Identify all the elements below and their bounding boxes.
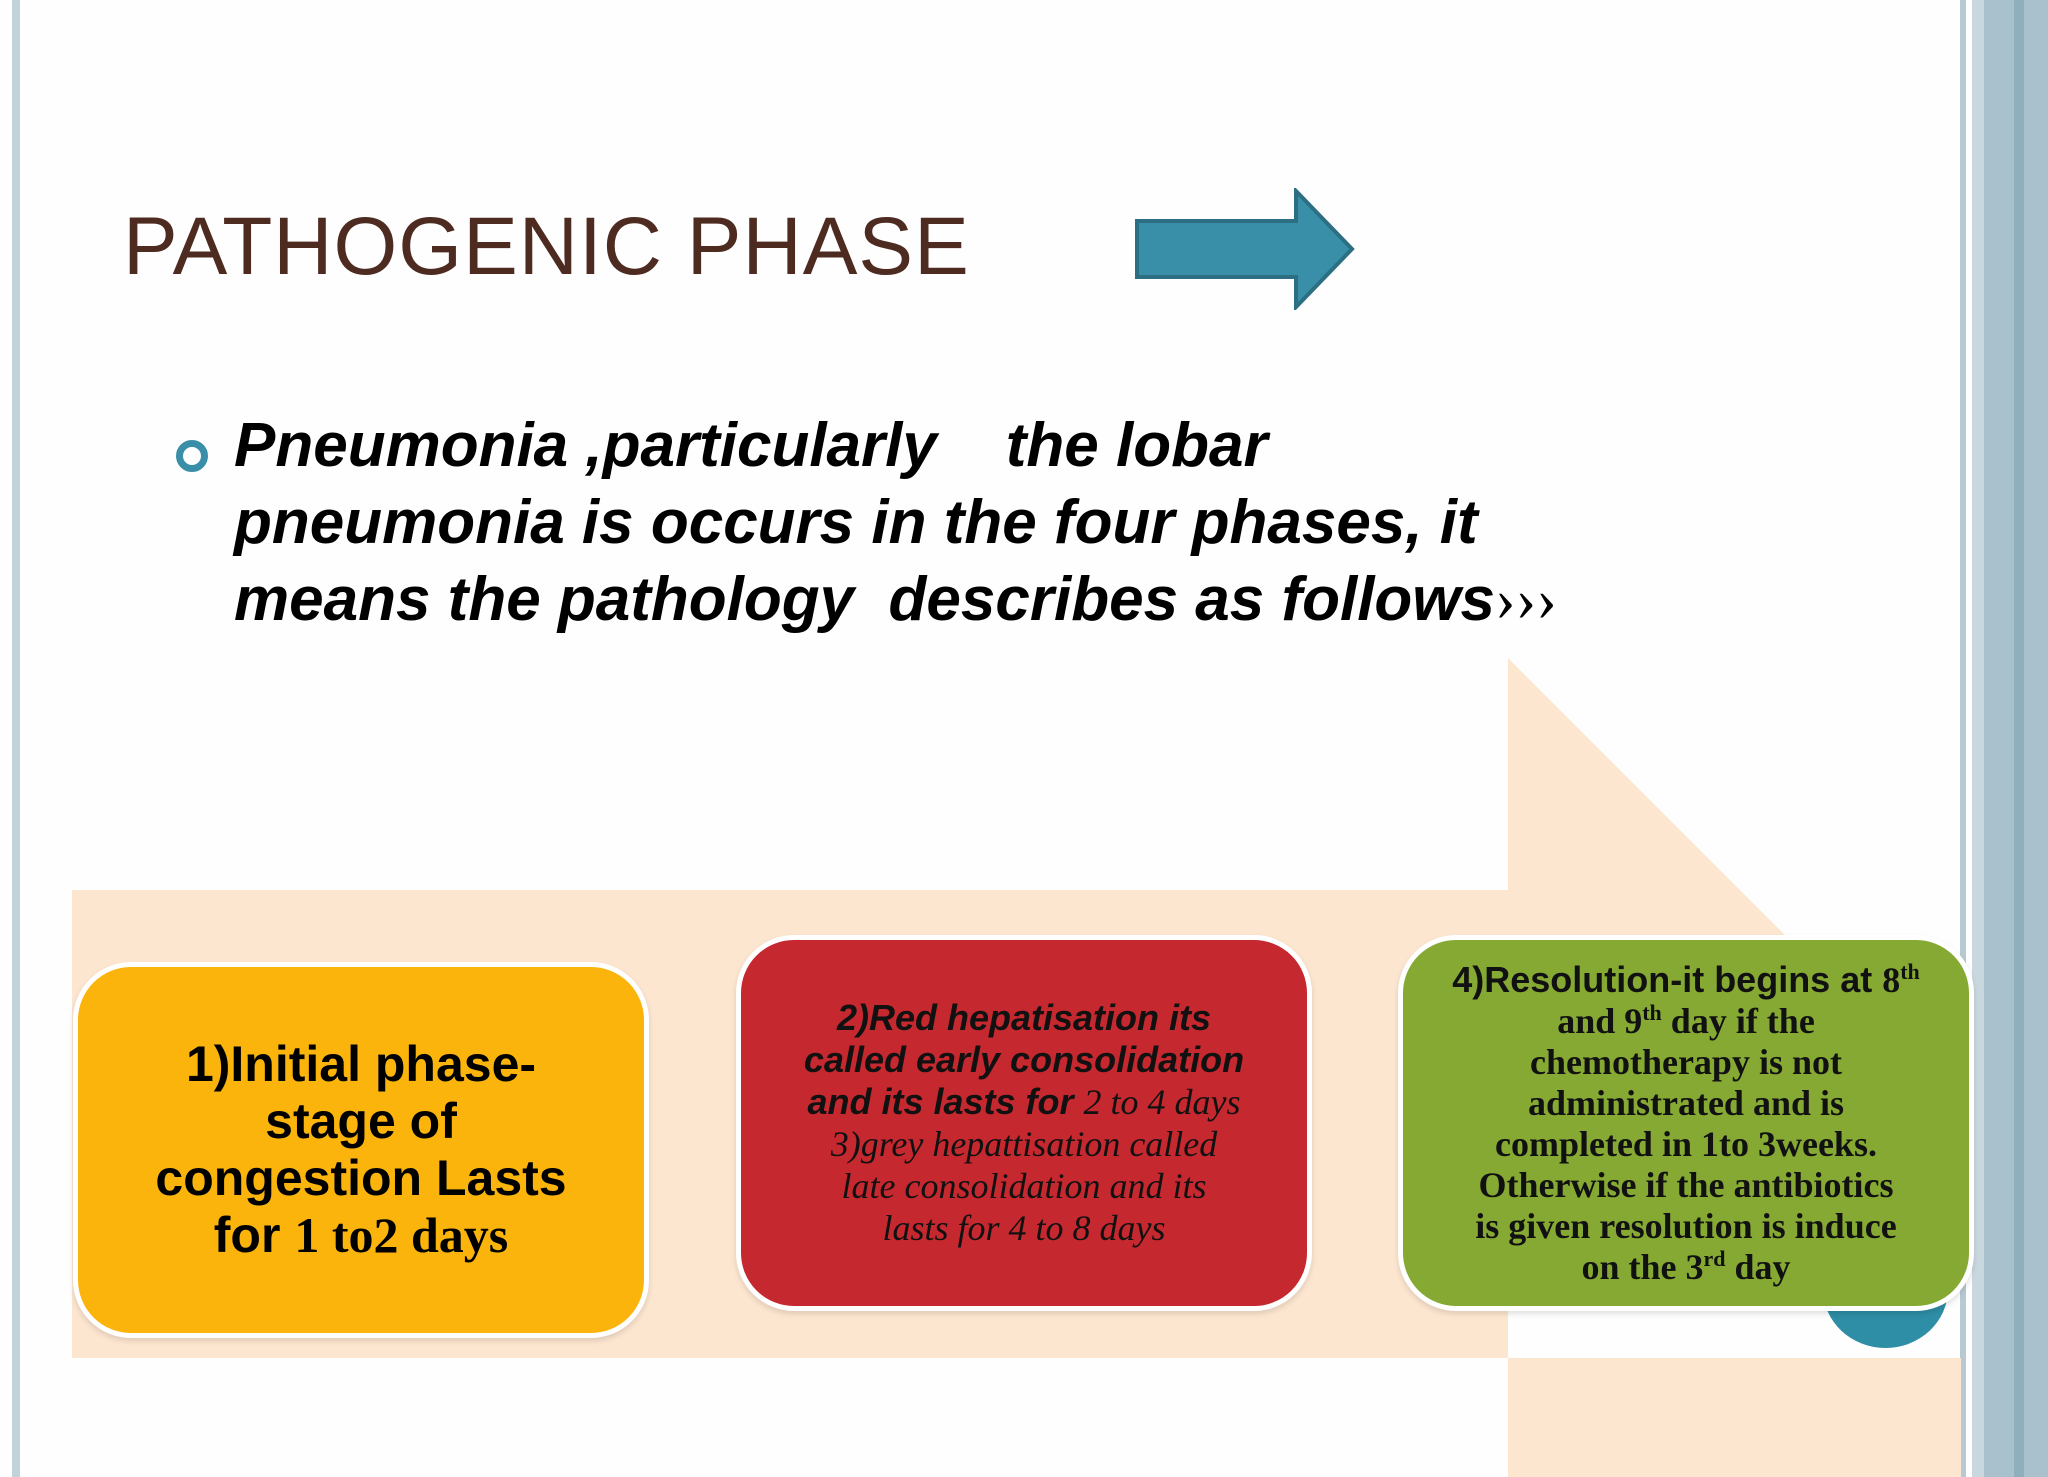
phase-line: called early consolidation bbox=[803, 1039, 1245, 1080]
phase-line: lasts for 4 to 8 days bbox=[882, 1208, 1166, 1248]
bullet-ring-icon bbox=[176, 440, 208, 472]
bullet-line: means the pathology describes as follows… bbox=[234, 561, 1734, 639]
phase-line: 2)Red hepatisation its bbox=[836, 997, 1212, 1038]
phase-line-part: 4)Resolution-it begins at bbox=[1452, 958, 1883, 1000]
slide-title: PATHOGENIC PHASE bbox=[123, 201, 970, 292]
phase-box-hepatisation: 2)Red hepatisation its called early cons… bbox=[736, 935, 1312, 1311]
phase-line-part: and its lasts for bbox=[807, 1081, 1084, 1122]
bullet-line: Pneumonia ,particularly the lobar bbox=[234, 411, 1268, 480]
phase-line: 1)Initial phase- bbox=[185, 1036, 537, 1092]
phase-line: stage of bbox=[265, 1093, 457, 1149]
phase-text: 1)Initial phase- stage of congestion Las… bbox=[155, 1036, 566, 1264]
phase-line: late consolidation and its bbox=[841, 1166, 1207, 1206]
superscript: th bbox=[1900, 958, 1920, 984]
phase-line-part: and 9 bbox=[1557, 1000, 1643, 1041]
bullet-paragraph: Pneumonia ,particularly the lobar pneumo… bbox=[234, 407, 1734, 639]
phase-line-part: day bbox=[1725, 1246, 1791, 1287]
phase-line: for 1 to2 days bbox=[155, 1207, 566, 1264]
superscript: th bbox=[1642, 999, 1662, 1025]
process-arrow-shaft-lower bbox=[1508, 1358, 1961, 1477]
phase-text: 4)Resolution-it begins at 8th and 9th da… bbox=[1452, 959, 1920, 1288]
right-arrow-icon bbox=[1135, 188, 1355, 310]
phase-line: 3)grey hepattisation called bbox=[830, 1124, 1218, 1164]
superscript: rd bbox=[1703, 1245, 1726, 1271]
right-border-stripe bbox=[2014, 0, 2024, 1477]
bullet-suffix: ››› bbox=[1495, 566, 1557, 634]
phase-line: completed in 1to 3weeks. bbox=[1495, 1123, 1877, 1164]
phase-line: and 9th day if the bbox=[1452, 1001, 1920, 1042]
phase-line: 4)Resolution-it begins at 8th bbox=[1452, 959, 1920, 1001]
phase-line: and its lasts for 2 to 4 days bbox=[804, 1081, 1244, 1123]
phase-line: chemotherapy is not bbox=[1530, 1041, 1842, 1082]
phase-line-part: on the 3 bbox=[1581, 1246, 1704, 1287]
right-border-stripe bbox=[1960, 0, 1966, 1477]
phase-line: on the 3rd day bbox=[1452, 1247, 1920, 1288]
phase-line: Otherwise if the antibiotics bbox=[1478, 1164, 1894, 1205]
phase-box-resolution: 4)Resolution-it begins at 8th and 9th da… bbox=[1398, 935, 1974, 1311]
phase-duration: 2 to 4 days bbox=[1083, 1082, 1241, 1122]
bullet-line-text: means the pathology describes as follows bbox=[234, 565, 1496, 634]
bullet-line: pneumonia is occurs in the four phases, … bbox=[234, 488, 1478, 557]
phase-line: congestion Lasts bbox=[155, 1150, 567, 1206]
phase-line: administrated and is bbox=[1527, 1082, 1845, 1123]
phase-text: 2)Red hepatisation its called early cons… bbox=[804, 997, 1244, 1249]
right-border-stripe bbox=[1972, 0, 1984, 1477]
left-border-stripe bbox=[12, 0, 20, 1477]
phase-duration: 1 to2 days bbox=[294, 1207, 509, 1263]
phase-line-part: 8 bbox=[1882, 959, 1901, 1000]
phase-line-part: for bbox=[213, 1207, 295, 1263]
phase-line: is given resolution is induce bbox=[1475, 1205, 1897, 1246]
phase-line-part: day if the bbox=[1661, 1000, 1815, 1041]
phase-box-initial: 1)Initial phase- stage of congestion Las… bbox=[73, 962, 649, 1338]
